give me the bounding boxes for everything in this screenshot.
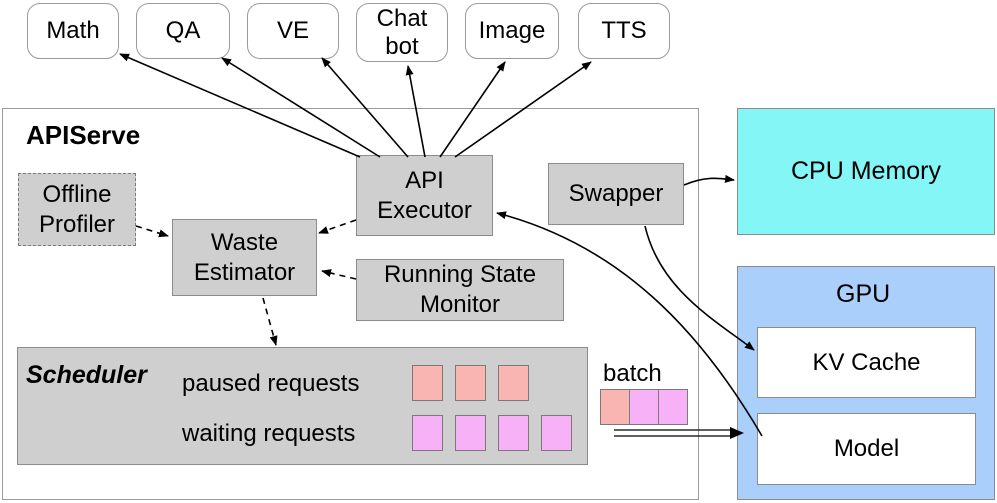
scheduler-box (17, 347, 588, 465)
waste-estimator: Waste Estimator (172, 219, 317, 296)
waiting-request (498, 415, 529, 451)
arrow-to-math (119, 53, 361, 158)
arrow-to-ve (321, 57, 409, 158)
paused-requests-label: paused requests (182, 370, 360, 397)
kv-cache: KV Cache (757, 327, 976, 398)
paused-request (455, 365, 486, 401)
api-executor: API Executor (356, 155, 493, 236)
waiting-request (541, 415, 572, 451)
swapper: Swapper (548, 163, 684, 225)
paused-request (412, 365, 443, 401)
app-chatbot: Chat bot (356, 3, 448, 62)
arrow-to-tts (454, 61, 592, 158)
waiting-requests-label: waiting requests (182, 420, 356, 447)
arrow-swapper-to-cpu (683, 174, 735, 186)
app-tts: TTS (578, 3, 670, 59)
apiserve-title: APIServe (26, 120, 141, 150)
waiting-request (412, 415, 443, 451)
gpu-title: GPU (836, 280, 891, 308)
model: Model (757, 413, 976, 485)
cpu-memory: CPU Memory (737, 108, 995, 235)
arrow-to-image (439, 61, 506, 158)
app-ve: VE (247, 3, 339, 59)
running-state-monitor: Running State Monitor (356, 259, 564, 321)
arrow-profiler-to-estimator (135, 225, 169, 238)
arrow-swapper-to-kvcache (644, 225, 755, 351)
batch-cell-paused (600, 389, 630, 425)
app-image: Image (465, 3, 559, 59)
arrow-to-chatbot (405, 65, 426, 158)
arrow-monitor-to-estimator (321, 269, 357, 280)
arrow-batch-to-model-head (730, 427, 744, 439)
paused-request (498, 365, 529, 401)
scheduler-title: Scheduler (26, 361, 147, 389)
batch-label: batch (603, 360, 662, 387)
app-qa: QA (136, 3, 230, 59)
app-math: Math (27, 3, 119, 59)
arrow-to-qa (221, 57, 381, 158)
batch-cell-waiting (658, 389, 688, 425)
offline-profiler: Offline Profiler (18, 173, 136, 246)
arrow-model-to-executor (496, 211, 763, 437)
arrow-estimator-to-scheduler (262, 297, 278, 346)
waiting-request (455, 415, 486, 451)
arrow-executor-to-estimator (318, 219, 357, 234)
